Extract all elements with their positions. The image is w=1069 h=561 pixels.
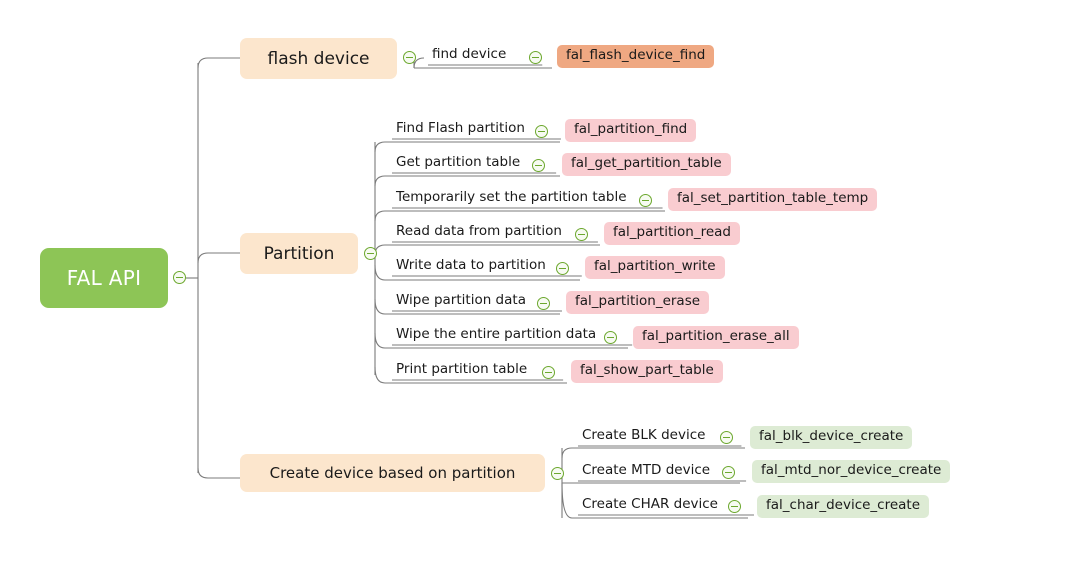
branch-label-create-device: Create device based on partition [269,464,516,482]
minus-circle-icon-partition-read[interactable] [575,228,588,241]
minus-circle-icon-get-partition-table[interactable] [532,159,545,172]
leaf-label: Write data to partition [396,257,546,273]
api-chip[interactable]: fal_flash_device_find [557,45,715,68]
branch-label-flash-device: flash device [267,48,370,69]
api-chip[interactable]: fal_mtd_nor_device_create [752,460,951,483]
leaf-label: Wipe partition data [396,292,526,308]
api-chip[interactable]: fal_char_device_create [757,495,930,518]
minus-circle-icon-partition[interactable] [364,247,377,260]
branch-node-flash-device[interactable]: flash device [240,38,397,79]
minus-circle-icon-mtd-device-create[interactable] [722,466,735,479]
minus-circle-icon-create-device[interactable] [551,467,564,480]
api-chip[interactable]: fal_partition_erase [566,291,710,314]
api-chip[interactable]: fal_get_partition_table [562,153,731,176]
branch-node-partition[interactable]: Partition [240,233,358,274]
minus-circle-icon-partition-erase[interactable] [537,297,550,310]
leaf-row[interactable]: find device [428,46,508,64]
leaf-row[interactable]: Find Flash partition [392,120,527,138]
api-chip[interactable]: fal_blk_device_create [750,426,913,449]
leaf-row[interactable]: Create BLK device [578,427,707,445]
minus-circle-icon-flash-device[interactable] [403,51,416,64]
leaf-row[interactable]: Create CHAR device [578,496,720,514]
minus-circle-icon-partition-erase-all[interactable] [604,331,617,344]
leaf-label: Temporarily set the partition table [396,189,627,205]
leaf-row[interactable]: Wipe the entire partition data [392,326,598,344]
leaf-row[interactable]: Get partition table [392,154,522,172]
leaf-label: Wipe the entire partition data [396,326,597,342]
minus-circle-icon-blk-device-create[interactable] [720,431,733,444]
minus-circle-icon-set-partition-table-temp[interactable] [639,194,652,207]
leaf-label: find device [432,46,507,62]
leaf-row[interactable]: Wipe partition data [392,292,528,310]
branch-node-create-device[interactable]: Create device based on partition [240,454,545,492]
leaf-label: Create MTD device [582,462,711,478]
api-chip[interactable]: fal_partition_find [565,119,697,142]
leaf-label: Create CHAR device [582,496,718,512]
api-chip[interactable]: fal_set_partition_table_temp [668,188,878,211]
leaf-label: Print partition table [396,361,528,377]
leaf-row[interactable]: Create MTD device [578,462,712,480]
leaf-label: Read data from partition [396,223,562,239]
api-chip[interactable]: fal_partition_read [604,222,740,245]
api-chip[interactable]: fal_show_part_table [571,360,723,383]
minus-circle-icon-partition-write[interactable] [556,262,569,275]
root-label: FAL API [66,266,142,290]
branch-label-partition: Partition [263,243,335,264]
api-chip[interactable]: fal_partition_erase_all [633,326,799,349]
root-node[interactable]: FAL API [40,248,168,308]
minus-circle-icon-char-device-create[interactable] [728,500,741,513]
minus-circle-icon-partition-find[interactable] [535,125,548,138]
leaf-label: Create BLK device [582,427,706,443]
leaf-label: Get partition table [396,154,521,170]
minus-circle-icon-root[interactable] [173,271,186,284]
leaf-row[interactable]: Temporarily set the partition table [392,189,629,207]
api-chip[interactable]: fal_partition_write [585,256,725,279]
minus-circle-icon-find-device[interactable] [529,51,542,64]
leaf-row[interactable]: Write data to partition [392,257,548,275]
leaf-row[interactable]: Print partition table [392,361,529,379]
minus-circle-icon-show-part-table[interactable] [542,366,555,379]
leaf-row[interactable]: Read data from partition [392,223,564,241]
leaf-label: Find Flash partition [396,120,525,136]
